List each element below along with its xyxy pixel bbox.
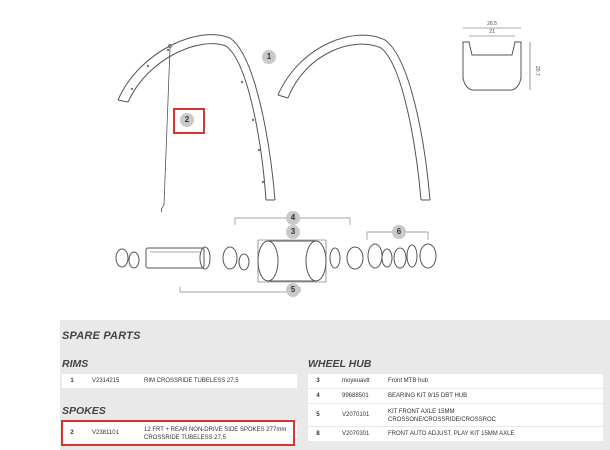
row-desc: RIM CROSSRIDE TUBELESS 27,5 bbox=[144, 378, 239, 384]
callout-1: 1 bbox=[262, 50, 276, 64]
rim-profile bbox=[462, 27, 531, 91]
table-row: 8 V2070301 FRONT AUTO ADJUST. PLAY KIT 1… bbox=[308, 427, 603, 441]
column-divider bbox=[300, 355, 304, 450]
spoke bbox=[160, 44, 172, 213]
spare-parts-title: SPARE PARTS bbox=[62, 330, 141, 342]
table-row: 4 99688501 BEARING KIT 9/15 DBT HUB bbox=[308, 389, 603, 403]
row-code: V2070301 bbox=[342, 431, 370, 437]
spokes-row-highlight bbox=[61, 420, 295, 446]
group-lines bbox=[179, 56, 429, 293]
row-num: 5 bbox=[316, 412, 320, 418]
exploded-diagram: 26.5 21 20.7 bbox=[115, 21, 540, 293]
row-num: 4 bbox=[316, 393, 320, 399]
callout-3: 3 bbox=[286, 225, 300, 239]
profile-width-inner: 21 bbox=[489, 29, 495, 35]
callout-4: 4 bbox=[286, 211, 300, 225]
table-row: 5 V2070101 KIT FRONT AXLE 15MM CROSSONE/… bbox=[308, 404, 603, 426]
table-row: 3 moyeuavtt Front MTB hub bbox=[308, 374, 603, 388]
spokes-title: SPOKES bbox=[62, 405, 106, 417]
hub-parts bbox=[115, 239, 437, 283]
rim-holes bbox=[130, 48, 265, 184]
row-num: 8 bbox=[316, 431, 320, 437]
profile-height: 20.7 bbox=[534, 66, 540, 76]
rim-front-view bbox=[117, 34, 276, 201]
row-num: 1 bbox=[70, 378, 74, 384]
row-desc: Front MTB hub bbox=[388, 378, 429, 384]
profile-width-outer: 26.5 bbox=[487, 21, 497, 27]
row-desc: KIT FRONT AXLE 15MM CROSSONE/CROSSRIDE/C… bbox=[388, 409, 497, 423]
row-code: V2381101 bbox=[92, 430, 119, 436]
callout-5: 5 bbox=[286, 283, 300, 297]
row-num: 3 bbox=[316, 378, 320, 384]
rims-title: RIMS bbox=[62, 358, 89, 370]
rim-side-view bbox=[277, 34, 431, 201]
row-desc: 12 FRT + REAR NON-DRIVE SIDE SPOKES 277m… bbox=[144, 427, 287, 441]
row-code: moyeuavtt bbox=[342, 378, 370, 384]
callout-2: 2 bbox=[180, 113, 194, 127]
table-row: 2 V2381101 12 FRT + REAR NON-DRIVE SIDE … bbox=[62, 422, 297, 444]
table-row: 1 V2314215 RIM CROSSRIDE TUBELESS 27,5 bbox=[62, 374, 297, 388]
callout-6: 6 bbox=[392, 225, 406, 239]
callout-2-highlight bbox=[173, 108, 205, 134]
row-num: 2 bbox=[70, 430, 74, 436]
row-code: 99688501 bbox=[342, 393, 369, 399]
wheel-hub-title: WHEEL HUB bbox=[308, 358, 372, 370]
row-code: V2314215 bbox=[92, 378, 120, 384]
row-code: V2070101 bbox=[342, 412, 370, 418]
row-desc: FRONT AUTO ADJUST. PLAY KIT 15MM AXLE bbox=[388, 431, 515, 437]
row-desc: BEARING KIT 9/15 DBT HUB bbox=[388, 393, 468, 399]
